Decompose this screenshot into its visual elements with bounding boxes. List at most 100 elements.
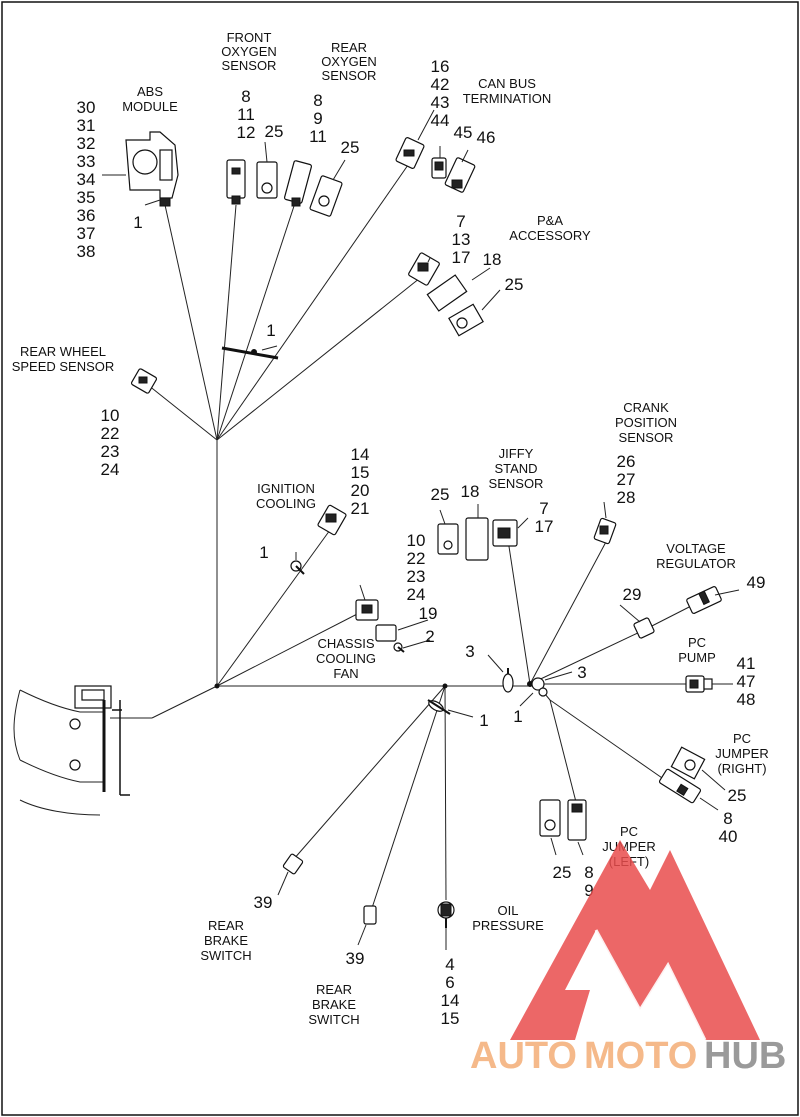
pa-accessory-callout: 7 bbox=[456, 212, 465, 231]
lower-tie-strap-icon bbox=[427, 699, 451, 715]
pa-accessory-label: P&A bbox=[537, 213, 563, 228]
voltage-regulator-label: REGULATOR bbox=[656, 556, 736, 571]
front-oxygen-connector-icon bbox=[226, 159, 246, 205]
crank-position-callout: 26 bbox=[617, 452, 636, 471]
rear-brake-switch-connector-2-icon bbox=[363, 905, 377, 925]
can-bus-part-46-icon bbox=[444, 157, 476, 193]
can-bus-callout: 42 bbox=[431, 75, 450, 94]
pc-jumper-right-callout: 40 bbox=[719, 827, 738, 846]
rear-wheel-speed-connector-icon bbox=[130, 368, 158, 394]
pc-jumper-right-label: PC bbox=[733, 731, 751, 746]
jiffy-stand-sensor-label: SENSOR bbox=[489, 476, 544, 491]
chassis-cooling-fan-label: COOLING bbox=[316, 651, 376, 666]
harness-wires bbox=[110, 164, 698, 909]
oil-pressure-label: PRESSURE bbox=[472, 918, 544, 933]
can-bus-callout: 44 bbox=[431, 111, 450, 130]
pc-jumper-right-label: JUMPER bbox=[715, 746, 768, 761]
rear-oxygen-cap-icon bbox=[309, 175, 343, 217]
watermark-hub: HUB bbox=[704, 1035, 786, 1077]
pa-accessory-label: ACCESSORY bbox=[509, 228, 591, 243]
junction-ring-icon bbox=[531, 677, 548, 697]
pc-jumper-left-callout: 9 bbox=[584, 881, 593, 900]
pc-jumper-right-cap-icon bbox=[670, 746, 706, 780]
jiffy-stand-cap-icon bbox=[437, 523, 459, 555]
pc-jumper-left-cap-icon bbox=[539, 799, 561, 837]
oil-pressure-label: OIL bbox=[498, 903, 519, 918]
watermark-moto: MOTO bbox=[584, 1035, 697, 1077]
junction-3a-callout: 3 bbox=[465, 642, 474, 661]
upper-tie-strap-icon bbox=[221, 346, 279, 360]
pa-18-callout: 18 bbox=[483, 250, 502, 269]
crank-position-sensor-label: POSITION bbox=[615, 415, 677, 430]
pc-pump-label: PC bbox=[688, 635, 706, 650]
rear-wheel-speed-callout: 23 bbox=[101, 442, 120, 461]
pa-accessory-callout: 13 bbox=[452, 230, 471, 249]
oil-pressure-sensor-icon bbox=[437, 901, 455, 928]
front-oxygen-callout: 11 bbox=[237, 105, 255, 124]
junction-3b-callout: 3 bbox=[577, 663, 586, 682]
ignition-clip-icon bbox=[290, 560, 305, 575]
pc-jumper-right-callout: 8 bbox=[723, 809, 732, 828]
rear-wheel-speed-callout: 24 bbox=[101, 460, 120, 479]
rear-oxygen-sensor-label: REAR bbox=[331, 40, 367, 55]
lower-tie-callout: 1 bbox=[479, 711, 488, 730]
jiffy-stand-part-18-icon bbox=[465, 517, 489, 561]
pa-accessory-part-18-icon bbox=[426, 274, 468, 312]
abs-module-callout: 30 bbox=[77, 98, 96, 117]
can-bus-connector-icon bbox=[395, 137, 425, 169]
oil-pressure-callout: 15 bbox=[441, 1009, 460, 1028]
oil-pressure-callout: 6 bbox=[445, 973, 454, 992]
middle-group-callout: 22 bbox=[407, 549, 426, 568]
abs-module-callout: 34 bbox=[77, 170, 96, 189]
rear-wheel-speed-sensor-label: REAR WHEEL bbox=[20, 344, 106, 359]
crank-position-sensor-label: CRANK bbox=[623, 400, 669, 415]
crank-position-connector-icon bbox=[593, 517, 617, 545]
rear-oxygen-connector-icon bbox=[283, 160, 313, 207]
can-bus-callout: 16 bbox=[431, 57, 450, 76]
voltage-regulator-callout: 49 bbox=[747, 573, 766, 592]
rear-oxygen-callout: 9 bbox=[313, 109, 322, 128]
ignition-cooling-connector-icon bbox=[317, 504, 347, 536]
jiffy-stand-connector-icon bbox=[492, 519, 518, 547]
abs-module-label: ABS bbox=[137, 84, 163, 99]
ignition-cooling-label: IGNITION bbox=[257, 481, 315, 496]
ignition-cooling-callout: 14 bbox=[351, 445, 370, 464]
watermark-triangle-logo bbox=[510, 840, 760, 1040]
diagram-labels: ABSMODULEFRONTOXYGENSENSORREAROXYGENSENS… bbox=[12, 30, 769, 1028]
pc-pump-callout: 48 bbox=[737, 690, 756, 709]
upper-tie-callout: 1 bbox=[266, 321, 275, 340]
rear-oxygen-cap-callout: 25 bbox=[341, 138, 360, 157]
rear-wheel-speed-sensor-label: SPEED SENSOR bbox=[12, 359, 115, 374]
pc-jumper-left-callout: 8 bbox=[584, 863, 593, 882]
pc-jumper-left-label: JUMPER bbox=[602, 839, 655, 854]
voltage-regulator-connector-icon bbox=[686, 586, 722, 614]
front-oxygen-sensor-label: OXYGEN bbox=[221, 44, 277, 59]
front-oxygen-sensor-label: SENSOR bbox=[222, 58, 277, 73]
abs-module-callout: 35 bbox=[77, 188, 96, 207]
rear-brake-switch-label: REAR bbox=[208, 918, 244, 933]
abs-module-callout: 31 bbox=[77, 116, 96, 135]
junction-clip-3-icon bbox=[502, 668, 514, 693]
rear-brake-switch-label: SWITCH bbox=[308, 1012, 359, 1027]
rear-brake-switch-label: REAR bbox=[316, 982, 352, 997]
voltage-regulator-part-29-icon bbox=[633, 617, 655, 639]
abs-module-callout: 33 bbox=[77, 152, 96, 171]
rear-oxygen-sensor-label: SENSOR bbox=[322, 68, 377, 83]
middle-group-callout: 24 bbox=[407, 585, 426, 604]
chassis-fan-part-19-icon bbox=[375, 624, 397, 642]
rear-brake-1-callout: 39 bbox=[254, 893, 273, 912]
middle-group-callout: 23 bbox=[407, 567, 426, 586]
jiffy-stand-sensor-label: STAND bbox=[494, 461, 537, 476]
fan-19-callout: 19 bbox=[419, 604, 438, 623]
callout-leaders bbox=[102, 109, 740, 950]
pa-25-callout: 25 bbox=[505, 275, 524, 294]
pc-jumper-right-cap-callout: 25 bbox=[728, 786, 747, 805]
rear-brake-switch-connector-1-icon bbox=[282, 853, 304, 875]
pa-accessory-cap-icon bbox=[448, 303, 484, 337]
middle-group-callout: 10 bbox=[407, 531, 426, 550]
vr-29-callout: 29 bbox=[623, 585, 642, 604]
can-bus-part-45-icon bbox=[431, 157, 447, 179]
pc-jumper-right-connector-icon bbox=[658, 768, 702, 804]
